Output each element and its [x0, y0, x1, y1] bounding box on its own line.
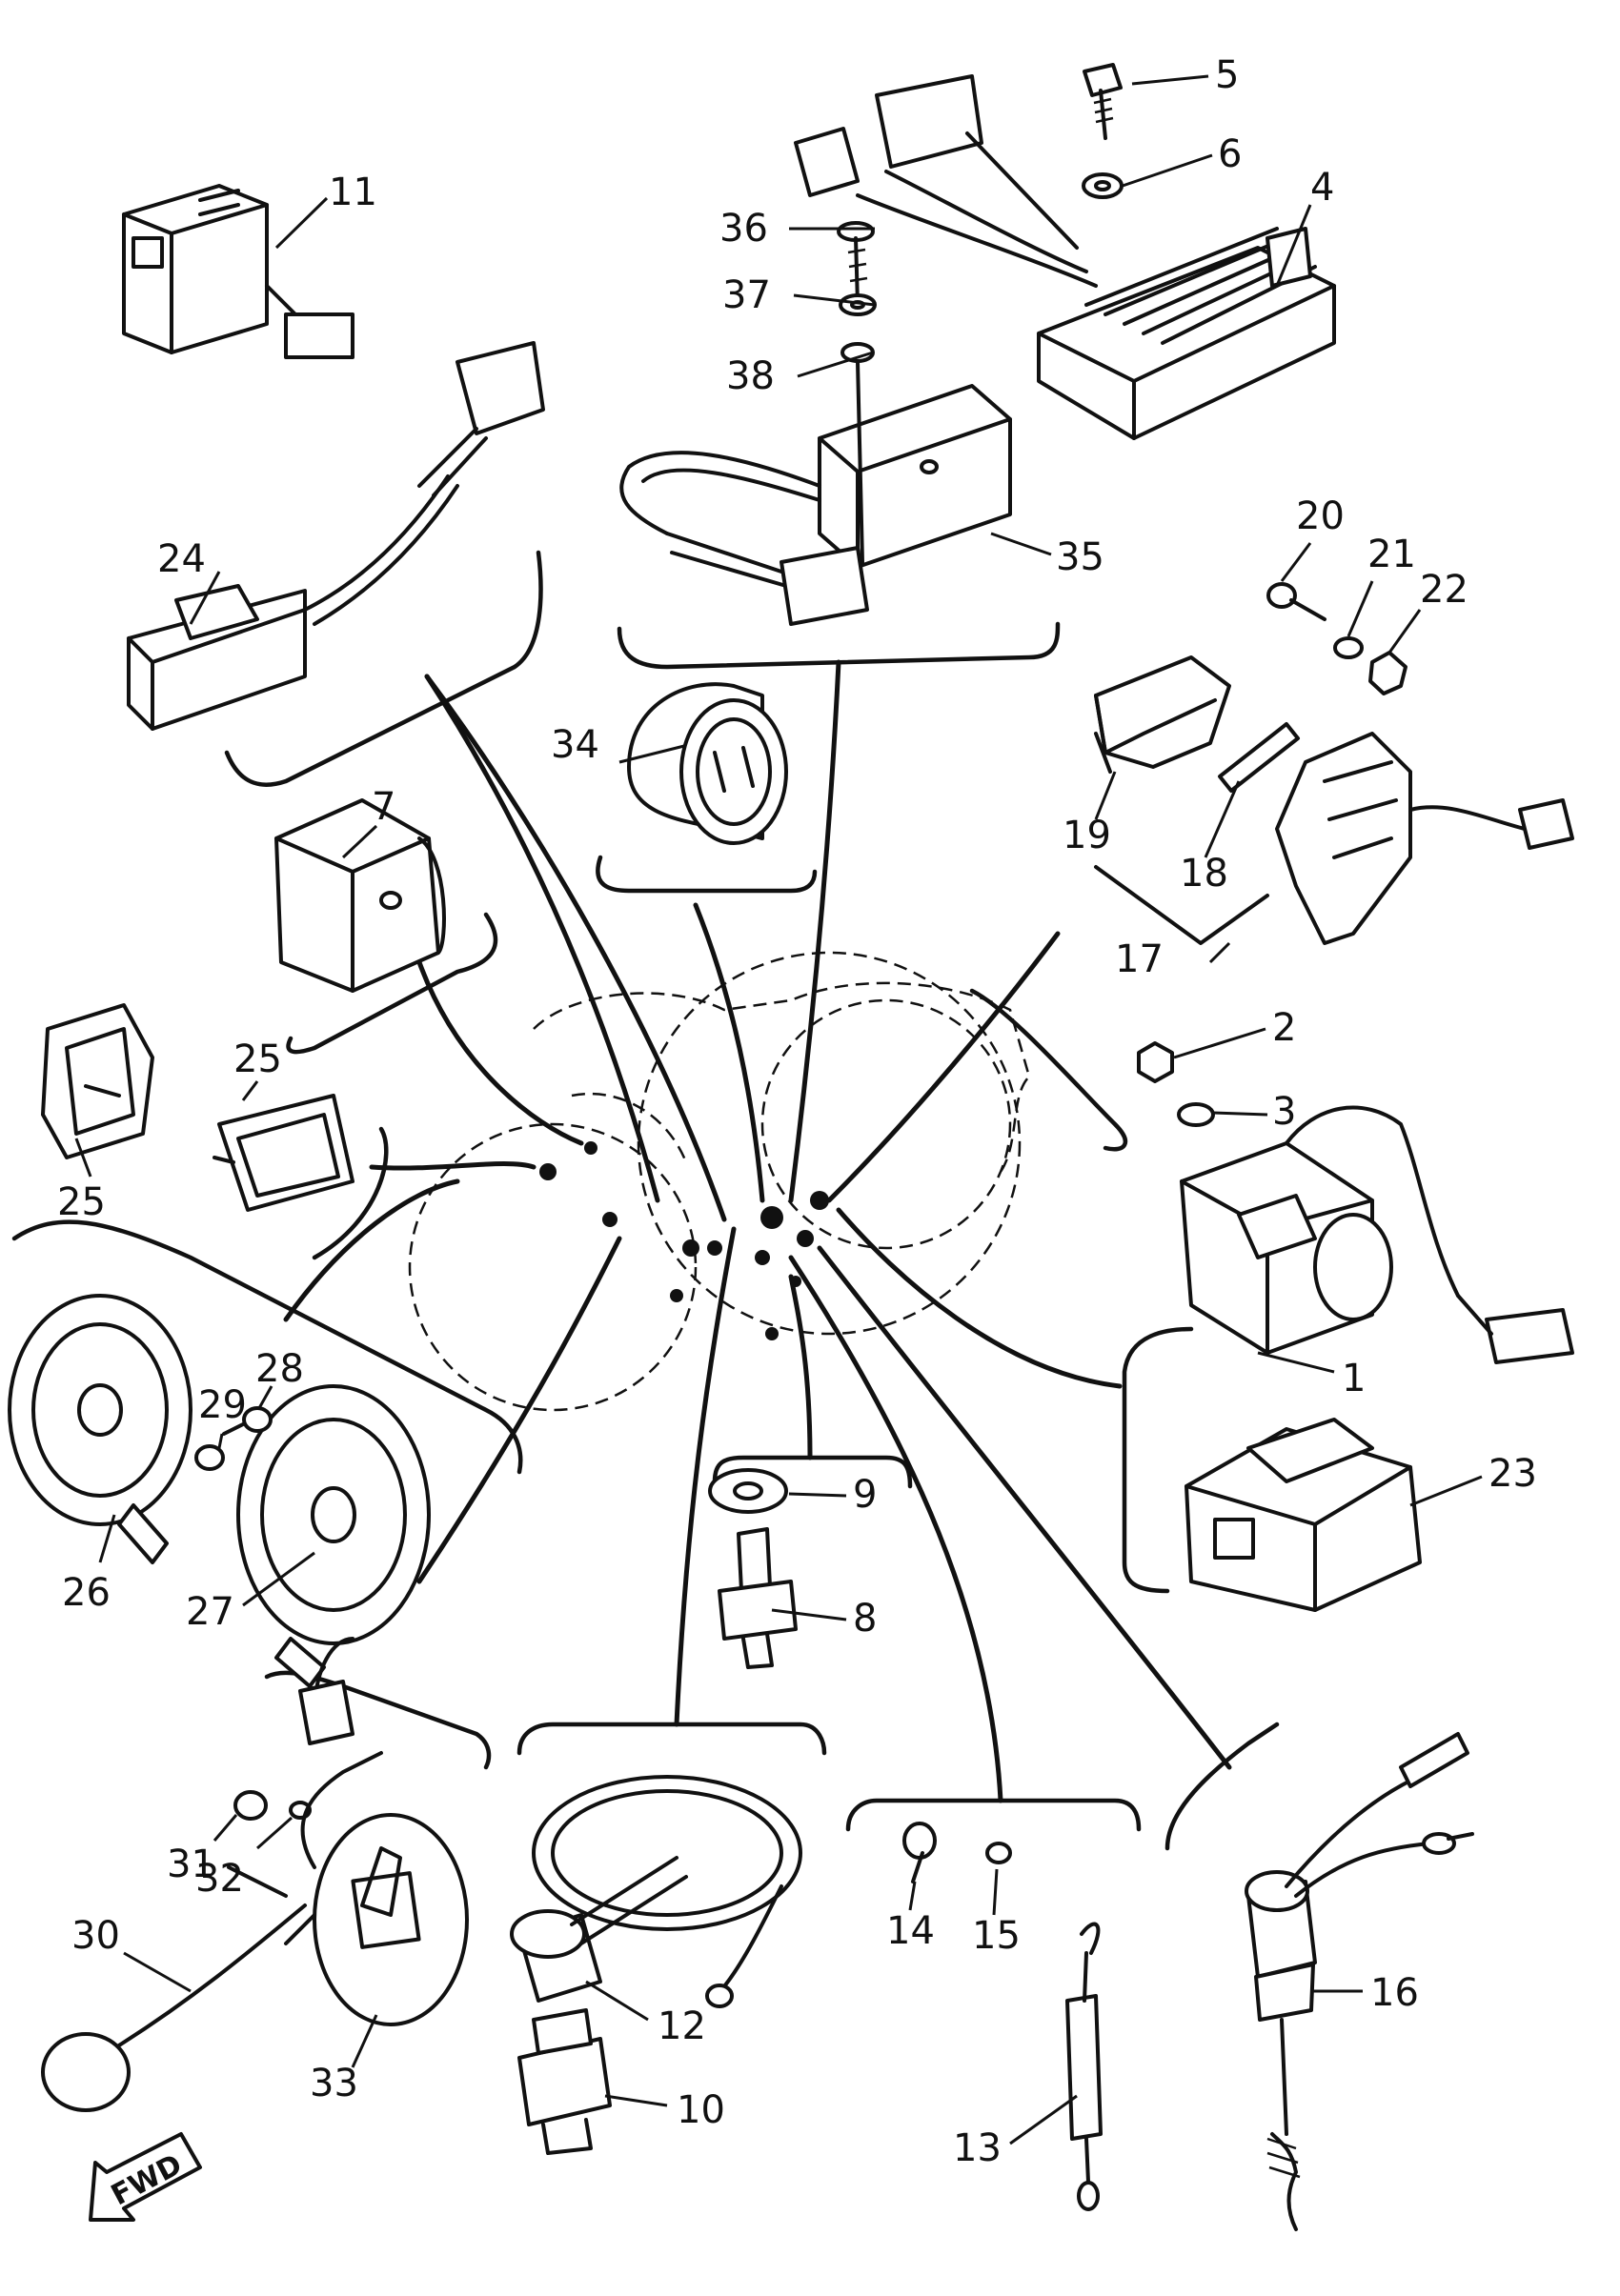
part-9-washer	[708, 1468, 788, 1514]
part-25-switch-b	[213, 1094, 354, 1212]
part-24-control-unit	[127, 341, 545, 731]
part-33-fuel-sender	[227, 1637, 469, 2026]
part-28-bolt	[222, 1406, 273, 1436]
part-31-bolt	[233, 1790, 268, 1821]
callout-14: 14	[886, 1909, 935, 1953]
part-4-rectifier-regulator	[794, 74, 1336, 440]
callout-17: 17	[1115, 937, 1164, 981]
part-6-washer	[1082, 172, 1124, 199]
part-29-nut	[194, 1444, 225, 1471]
part-8-switch	[718, 1527, 798, 1669]
part-21-washer	[1333, 636, 1364, 659]
callout-26: 26	[62, 1571, 111, 1615]
part-1-relay	[1180, 1105, 1574, 1364]
callout-15: 15	[972, 1914, 1021, 1958]
part-7-relay	[274, 798, 446, 993]
part-10-switch	[517, 2008, 612, 2155]
part-11-relay	[122, 184, 354, 359]
callout-35: 35	[1056, 535, 1104, 579]
part-19-clip	[1094, 655, 1231, 774]
engine-outline	[408, 951, 1031, 1412]
callout-28: 28	[255, 1347, 304, 1391]
part-25-switch-a	[41, 1003, 154, 1159]
part-36-bolt	[837, 221, 875, 307]
part-12-switch-cable	[510, 1775, 802, 2008]
callout-20: 20	[1296, 494, 1345, 538]
part-2-nut	[1137, 1041, 1174, 1083]
callout-8: 8	[853, 1597, 877, 1641]
callout-13: 13	[953, 2126, 1002, 2170]
callout-21: 21	[1367, 533, 1416, 576]
callout-34: 34	[551, 723, 599, 767]
callout-29: 29	[198, 1383, 247, 1427]
leader-lines	[74, 74, 1483, 2145]
callout-25-left: 25	[57, 1180, 106, 1224]
callout-30: 30	[71, 1914, 120, 1958]
callout-2: 2	[1272, 1006, 1296, 1050]
callout-9: 9	[853, 1473, 877, 1517]
part-14-screw	[902, 1822, 937, 1883]
callout-4: 4	[1310, 166, 1334, 210]
callout-5: 5	[1215, 53, 1239, 97]
callout-10: 10	[677, 2088, 725, 2132]
part-17-bracket	[1094, 732, 1574, 945]
part-26-horn	[8, 1294, 192, 1564]
part-35-unit	[619, 360, 1012, 626]
part-27-horn	[236, 1384, 431, 1688]
callout-25-right: 25	[233, 1037, 282, 1081]
part-5-bolt	[1083, 63, 1123, 140]
part-15-clip	[985, 1842, 1012, 1864]
harness-connection-points	[539, 1141, 829, 1340]
callout-38: 38	[726, 354, 775, 398]
harness-wires	[283, 659, 1232, 1803]
callout-18: 18	[1180, 852, 1228, 896]
part-3-washer	[1177, 1102, 1215, 1127]
part-23-relay	[1185, 1418, 1422, 1612]
callout-37: 37	[722, 273, 771, 317]
callout-16: 16	[1370, 1971, 1419, 2015]
part-20-screw	[1266, 582, 1326, 621]
callout-3: 3	[1272, 1090, 1296, 1134]
callout-19: 19	[1063, 814, 1111, 857]
callout-22: 22	[1420, 568, 1468, 612]
part-18-fuse	[1218, 722, 1300, 793]
callout-24: 24	[157, 537, 206, 581]
callout-36: 36	[719, 207, 768, 251]
callout-6: 6	[1218, 132, 1242, 176]
callout-23: 23	[1488, 1452, 1537, 1496]
part-13-switch	[1065, 1922, 1103, 2211]
part-34-switch	[627, 682, 788, 845]
part-16-switch	[1245, 1732, 1474, 2231]
part-22-nut	[1368, 651, 1407, 695]
callout-31: 31	[167, 1843, 215, 1886]
grouping-brackets	[11, 550, 1280, 1851]
callout-32: 32	[195, 1857, 244, 1901]
callout-7: 7	[372, 785, 395, 829]
forward-direction-arrow: FWD	[89, 2132, 202, 2222]
part-30-float	[41, 1903, 307, 2112]
callout-33: 33	[310, 2062, 358, 2105]
callout-27: 27	[186, 1590, 234, 1634]
callout-12: 12	[658, 2004, 706, 2048]
callout-11: 11	[329, 171, 377, 214]
callout-numbers: 11 24 5 6 4 36 37 38 35 20 21 22 19 18 1…	[57, 53, 1537, 2170]
callout-1: 1	[1342, 1357, 1366, 1400]
